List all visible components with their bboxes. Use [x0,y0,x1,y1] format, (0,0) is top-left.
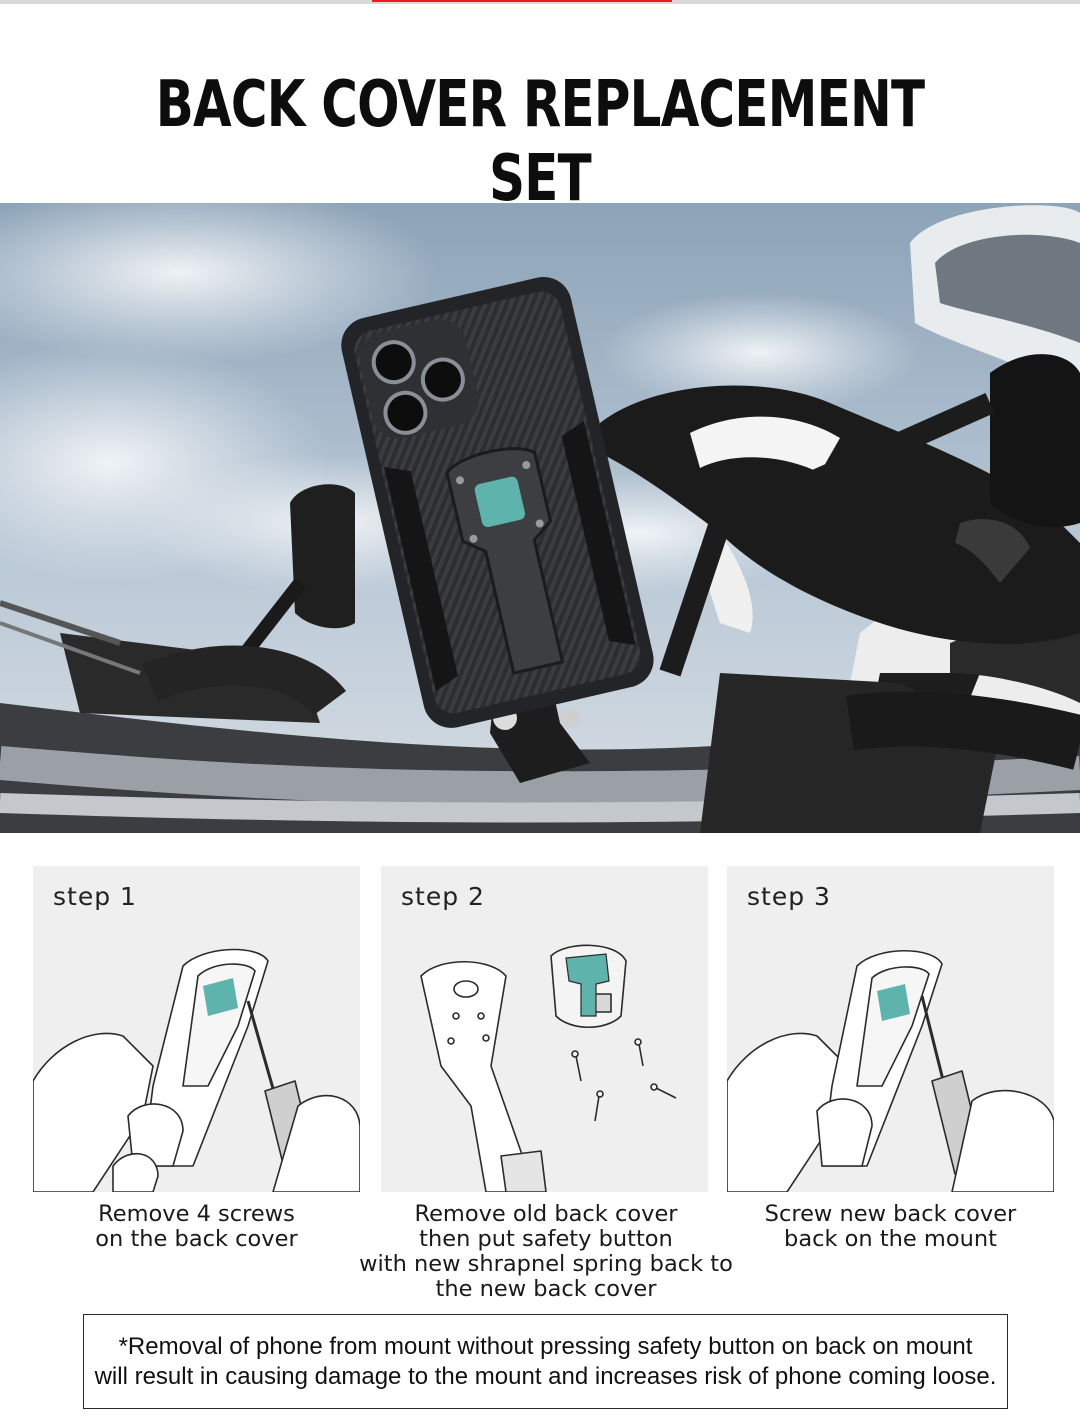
step-3-caption: Screw new back cover back on the mount [764,1201,1017,1252]
screwdriver-installing-cover-illustration [727,949,1054,1192]
step-1-caption: Remove 4 screws on the back cover [95,1201,298,1252]
step-1-panel: step 1 [33,866,360,1192]
screwdriver-removing-screws-illustration [33,948,360,1192]
step-2-caption: Remove old back cover then put safety bu… [359,1201,733,1302]
step-3-label: step 3 [747,882,831,911]
step-2-label: step 2 [401,882,485,911]
top-strip [0,0,1080,4]
step-3-panel: step 3 [727,866,1054,1192]
top-accent-line [372,0,672,2]
back-cover-parts-illustration [420,944,677,1192]
hero-photo [0,203,1080,833]
warning-text: *Removal of phone from mount without pre… [94,1332,997,1390]
step-1-label: step 1 [53,882,137,911]
phone-on-motorcycle-mount-photo [0,203,1080,833]
warning-box: *Removal of phone from mount without pre… [83,1314,1008,1409]
page-title: BACK COVER REPLACEMENT SET [155,68,925,216]
step-2-panel: step 2 [381,866,708,1192]
